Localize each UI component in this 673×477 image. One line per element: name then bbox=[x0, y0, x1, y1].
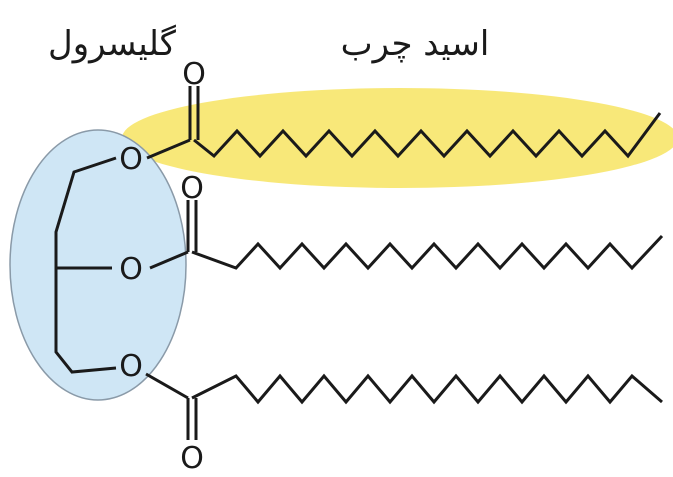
oxygen-atom-middle-ester: O bbox=[119, 252, 143, 287]
glycerol-backbone bbox=[54, 156, 117, 374]
oxygen-atom-top-carbonyl: O bbox=[182, 57, 206, 92]
oxygen-atom-top-ester: O bbox=[119, 142, 143, 177]
top-ester-group bbox=[146, 86, 200, 160]
top-fatty-acid-chain bbox=[193, 112, 662, 159]
fatty-acid-label: اسید چرب bbox=[341, 24, 490, 64]
glycerol-label: گلیسرول bbox=[48, 24, 177, 64]
bottom-ester-group bbox=[145, 372, 198, 440]
glycerol-highlight bbox=[9, 129, 187, 401]
bottom-fatty-acid-chain bbox=[191, 373, 663, 405]
oxygen-atom-bottom-carbonyl: O bbox=[180, 441, 204, 476]
oxygen-atom-bottom-ester: O bbox=[119, 349, 143, 384]
middle-ester-group bbox=[149, 200, 198, 270]
middle-fatty-acid-chain bbox=[191, 234, 664, 271]
oxygen-atom-middle-carbonyl: O bbox=[180, 171, 204, 206]
fatty-acid-highlight bbox=[122, 88, 673, 188]
